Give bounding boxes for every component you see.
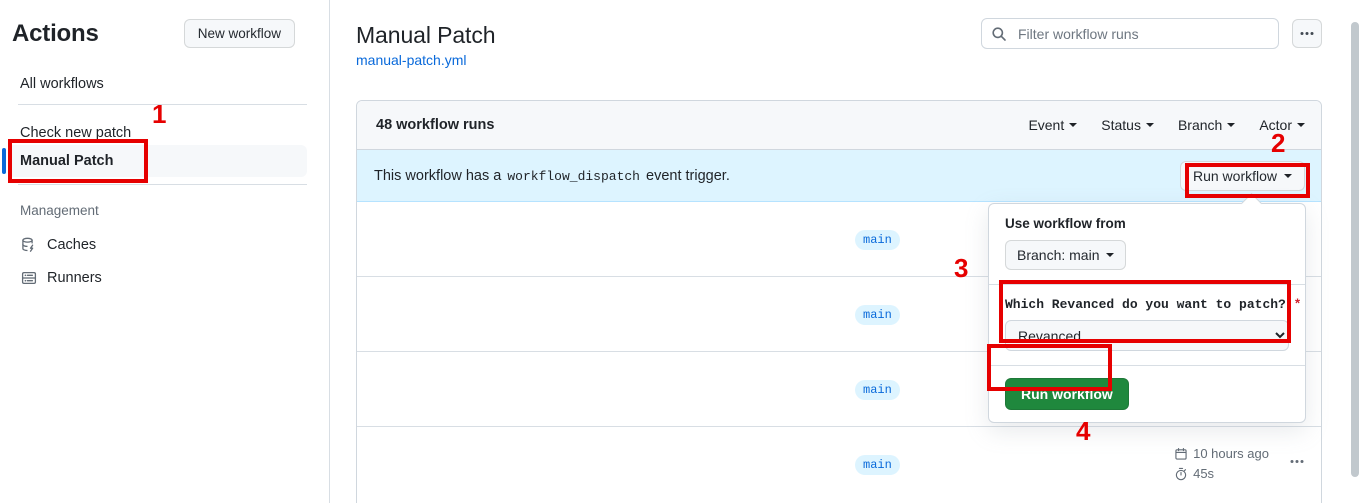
branch-badge[interactable]: main xyxy=(855,380,900,400)
row-options-kebab-button[interactable] xyxy=(1289,459,1305,464)
sidebar-item-label: Check new patch xyxy=(20,125,132,141)
run-meta: 10 hours ago 45s xyxy=(1173,446,1269,481)
filter-workflow-runs-box[interactable] xyxy=(981,18,1279,49)
workflow-input-label: Which Revanced do you want to patch? * xyxy=(1005,297,1301,312)
chevron-down-icon xyxy=(1069,123,1078,127)
branch-badge[interactable]: main xyxy=(855,305,900,325)
use-workflow-from-label: Use workflow from xyxy=(1005,216,1126,231)
sidebar-item-label: All workflows xyxy=(20,76,104,92)
sidebar-item-all-workflows[interactable]: All workflows xyxy=(8,68,307,100)
page-scrollbar-thumb[interactable] xyxy=(1351,22,1359,477)
run-workflow-button-label: Run workflow xyxy=(1192,167,1277,184)
run-duration-label: 45s xyxy=(1193,466,1215,481)
filter-actor[interactable]: Actor xyxy=(1259,117,1305,133)
sidebar-header: Actions New workflow xyxy=(12,18,317,54)
new-workflow-button[interactable]: New workflow xyxy=(183,19,295,48)
run-workflow-dropdown-panel: Use workflow from Branch: main Which Rev… xyxy=(988,203,1306,423)
chevron-down-icon xyxy=(1284,173,1292,178)
branch-select-label: Branch: main xyxy=(1017,247,1100,263)
chevron-down-icon xyxy=(1297,123,1305,127)
sidebar-item-manual-patch[interactable]: Manual Patch xyxy=(2,145,307,177)
run-duration: 45s xyxy=(1173,466,1269,481)
database-lightning-icon xyxy=(20,236,38,254)
filter-label: Event xyxy=(1028,117,1065,133)
kebab-horizontal-icon xyxy=(1300,32,1314,35)
branch-select-button[interactable]: Branch: main xyxy=(1005,240,1127,270)
workflow-input-section: Which Revanced do you want to patch? * R… xyxy=(989,285,1305,366)
dispatch-text-before: This workflow has a xyxy=(374,167,502,184)
filter-label: Status xyxy=(1101,117,1141,133)
revanced-variant-select[interactable]: Revanced xyxy=(1005,320,1289,351)
page-options-kebab-button[interactable] xyxy=(1292,19,1322,48)
filter-event[interactable]: Event xyxy=(1028,117,1078,133)
run-timestamp: 10 hours ago xyxy=(1173,446,1269,461)
filter-label: Actor xyxy=(1259,117,1292,133)
table-row[interactable]: main 10 hours ago xyxy=(357,427,1321,501)
dispatch-text-after: event trigger. xyxy=(646,167,730,184)
workflow-dispatch-banner: This workflow has a workflow_dispatch ev… xyxy=(357,150,1321,202)
filter-branch[interactable]: Branch xyxy=(1177,117,1236,133)
search-icon xyxy=(991,26,1007,42)
sidebar-item-label: Manual Patch xyxy=(20,153,114,169)
run-workflow-submit-section: Run workflow xyxy=(989,366,1305,422)
sidebar-item-label: Runners xyxy=(47,270,102,286)
sidebar-item-label: Caches xyxy=(47,237,97,253)
sidebar-item-check-new-patch[interactable]: Check new patch xyxy=(8,117,307,149)
dispatch-banner-text: This workflow has a workflow_dispatch ev… xyxy=(374,168,730,184)
run-workflow-dropdown-button[interactable]: Run workflow xyxy=(1179,160,1305,191)
workflow-runs-count: 48 workflow runs xyxy=(376,117,495,133)
required-marker: * xyxy=(1293,297,1302,312)
sidebar-divider xyxy=(18,184,307,185)
kebab-horizontal-icon xyxy=(1290,460,1304,463)
sidebar-divider xyxy=(18,104,307,105)
sidebar-section-management: Management xyxy=(20,203,99,218)
page-scrollbar-track[interactable] xyxy=(1350,0,1361,503)
chevron-down-icon xyxy=(1145,123,1154,127)
workflow-input-question: Which Revanced do you want to patch? xyxy=(1005,297,1286,312)
sidebar-item-runners[interactable]: Runners xyxy=(8,263,307,293)
use-workflow-from-section: Use workflow from Branch: main xyxy=(989,204,1305,285)
dispatch-event-code: workflow_dispatch xyxy=(507,168,640,184)
branch-badge[interactable]: main xyxy=(855,455,900,475)
workflow-title: Manual Patch xyxy=(356,22,496,48)
chevron-down-icon xyxy=(1106,253,1115,257)
chevron-down-icon xyxy=(1227,123,1236,127)
filter-bar: Event Status Branch Actor xyxy=(1028,117,1305,133)
calendar-icon xyxy=(1173,446,1188,461)
sidebar-item-caches[interactable]: Caches xyxy=(8,230,307,260)
run-workflow-submit-button[interactable]: Run workflow xyxy=(1005,378,1129,410)
filter-status[interactable]: Status xyxy=(1101,117,1154,133)
page-title-actions: Actions xyxy=(12,20,99,47)
branch-badge[interactable]: main xyxy=(855,230,900,250)
run-timestamp-label: 10 hours ago xyxy=(1193,446,1269,461)
stopwatch-icon xyxy=(1173,466,1188,481)
actions-sidebar: Actions New workflow All workflows Check… xyxy=(0,0,330,503)
filter-label: Branch xyxy=(1177,117,1223,133)
server-rack-icon xyxy=(20,269,38,287)
workflow-file-link[interactable]: manual-patch.yml xyxy=(356,52,467,68)
search-input[interactable] xyxy=(1016,24,1270,43)
workflow-runs-header: 48 workflow runs Event Status Branch xyxy=(357,101,1321,150)
